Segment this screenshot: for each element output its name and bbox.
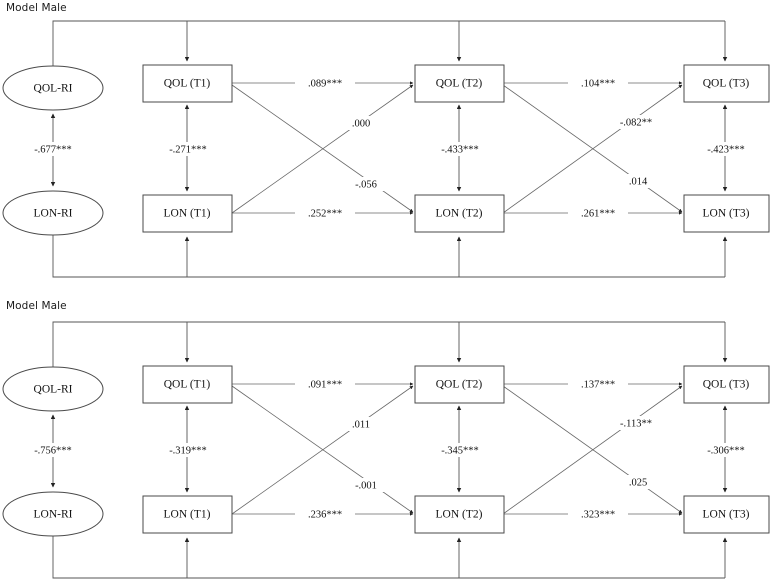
node-ri-qol[interactable] bbox=[2, 65, 104, 111]
node-qol-t3[interactable] bbox=[683, 365, 770, 404]
label-bg-ar-lon-23 bbox=[568, 507, 628, 521]
label-qol-t2-to-lon-t3: .014 bbox=[629, 176, 648, 187]
label-bg-ar-qol-23 bbox=[568, 76, 628, 90]
label-lon-t2-to-lon-t3: .261*** bbox=[581, 208, 615, 219]
node-qol-t2[interactable] bbox=[414, 64, 505, 103]
label-corr-t3: -.306*** bbox=[707, 445, 745, 456]
node-lon-t2-label: LON (T2) bbox=[436, 208, 483, 220]
label-bg-corr-t2 bbox=[424, 443, 496, 457]
node-ri-lon[interactable] bbox=[2, 190, 104, 236]
node-lon-t2-label: LON (T2) bbox=[436, 509, 483, 521]
label-bg-ar-lon-12 bbox=[295, 507, 355, 521]
edge-ri-qol-bus bbox=[52, 321, 725, 367]
label-lon-t2-to-qol-t3: -.113** bbox=[620, 418, 652, 429]
label-corr-t2: -.345*** bbox=[441, 445, 479, 456]
node-lon-t3[interactable] bbox=[683, 194, 770, 233]
node-qol-t1-label: QOL (T1) bbox=[164, 78, 211, 90]
node-qol-t3[interactable] bbox=[683, 64, 770, 103]
label-qol-t1-to-lon-t2: -.001 bbox=[355, 480, 377, 491]
edge-qol-t2-to-lon-t3 bbox=[502, 385, 683, 514]
node-lon-t3-label: LON (T3) bbox=[703, 509, 750, 521]
node-lon-t1-label: LON (T1) bbox=[164, 208, 211, 220]
label-bg-corr-t1 bbox=[153, 443, 223, 457]
label-qol-t1-to-qol-t2: .091*** bbox=[308, 379, 342, 390]
label-bg-ar-qol-12 bbox=[295, 377, 355, 391]
node-ri-qol-label: QOL-RI bbox=[34, 384, 73, 396]
edge-lon-t1-to-qol-t2 bbox=[231, 385, 414, 515]
label-corr-t3: -.423*** bbox=[707, 144, 745, 155]
label-bg-corr-t3 bbox=[690, 443, 762, 457]
label-bg-corr-t1 bbox=[153, 142, 223, 156]
node-qol-t1[interactable] bbox=[142, 64, 233, 103]
node-lon-t2[interactable] bbox=[414, 495, 505, 534]
edge-ri-lon-bus bbox=[52, 536, 725, 579]
node-qol-t1-label: QOL (T1) bbox=[164, 379, 211, 391]
edge-lon-t2-to-qol-t3 bbox=[502, 84, 683, 214]
node-qol-t3-label: QOL (T3) bbox=[703, 78, 750, 90]
label-lon-t2-to-qol-t3: -.082** bbox=[620, 117, 652, 128]
edge-ri-qol-bus bbox=[52, 20, 725, 66]
label-corr-t1: -.271*** bbox=[169, 144, 207, 155]
node-lon-t2[interactable] bbox=[414, 194, 505, 233]
label-ri-covariance: -.677*** bbox=[34, 144, 72, 155]
node-ri-lon[interactable] bbox=[2, 491, 104, 537]
label-corr-t1: -.319*** bbox=[169, 445, 207, 456]
panel-b-title: Model Male bbox=[6, 300, 67, 312]
label-lon-t1-to-qol-t2: .011 bbox=[352, 419, 370, 430]
node-qol-t3-label: QOL (T3) bbox=[703, 379, 750, 391]
label-qol-t2-to-lon-t3: .025 bbox=[629, 477, 647, 488]
node-lon-t3[interactable] bbox=[683, 495, 770, 534]
edge-lon-t2-to-qol-t3 bbox=[502, 385, 683, 515]
label-bg-ar-qol-23 bbox=[568, 377, 628, 391]
label-lon-t1-to-lon-t2: .236*** bbox=[308, 509, 342, 520]
node-lon-t1[interactable] bbox=[142, 495, 233, 534]
edge-qol-t2-to-lon-t3 bbox=[502, 84, 683, 213]
node-ri-lon-label: LON-RI bbox=[34, 509, 73, 521]
node-qol-t2-label: QOL (T2) bbox=[436, 379, 483, 391]
node-qol-t1[interactable] bbox=[142, 365, 233, 404]
panel-a-group: QOL-RI LON-RI QOL (T1) LON (T1) QOL (T2)… bbox=[2, 20, 770, 278]
label-corr-t2: -.433*** bbox=[441, 144, 479, 155]
node-ri-qol-label: QOL-RI bbox=[34, 83, 73, 95]
label-bg-cl-lon-qol-12 bbox=[340, 417, 382, 431]
label-bg-cl-qol-lon-12 bbox=[343, 177, 389, 191]
label-lon-t2-to-lon-t3: .323*** bbox=[581, 509, 615, 520]
label-bg-cl-qol-lon-23 bbox=[617, 174, 659, 188]
panel-a-title: Model Male bbox=[6, 2, 67, 14]
node-ri-lon-label: LON-RI bbox=[34, 208, 73, 220]
label-qol-t2-to-qol-t3: .104*** bbox=[581, 78, 615, 89]
label-bg-ar-lon-12 bbox=[295, 206, 355, 220]
label-bg-corr-t3 bbox=[690, 142, 762, 156]
label-qol-t1-to-qol-t2: .089*** bbox=[308, 78, 342, 89]
label-bg-corr-t2 bbox=[424, 142, 496, 156]
edge-ri-lon-bus bbox=[52, 235, 725, 278]
label-bg-cl-lon-qol-12 bbox=[340, 116, 382, 130]
label-qol-t2-to-qol-t3: .137*** bbox=[581, 379, 615, 390]
label-bg-ri-cov bbox=[17, 443, 89, 457]
label-bg-cl-lon-qol-23 bbox=[608, 416, 664, 430]
node-qol-t2-label: QOL (T2) bbox=[436, 78, 483, 90]
label-bg-ar-qol-12 bbox=[295, 76, 355, 90]
label-bg-ar-lon-23 bbox=[568, 206, 628, 220]
panel-b-group: QOL-RI LON-RI QOL (T1) LON (T1) QOL (T2)… bbox=[2, 321, 770, 579]
node-lon-t3-label: LON (T3) bbox=[703, 208, 750, 220]
node-ri-qol[interactable] bbox=[2, 366, 104, 412]
label-qol-t1-to-lon-t2: -.056 bbox=[355, 179, 377, 190]
node-qol-t2[interactable] bbox=[414, 365, 505, 404]
label-bg-cl-lon-qol-23 bbox=[608, 115, 664, 129]
label-bg-cl-qol-lon-23 bbox=[617, 475, 659, 489]
label-lon-t1-to-lon-t2: .252*** bbox=[308, 208, 342, 219]
label-bg-cl-qol-lon-12 bbox=[343, 478, 389, 492]
label-ri-covariance: -.756*** bbox=[34, 445, 72, 456]
label-lon-t1-to-qol-t2: .000 bbox=[352, 118, 370, 129]
edge-lon-t1-to-qol-t2 bbox=[231, 84, 414, 214]
label-bg-ri-cov bbox=[17, 142, 89, 156]
node-lon-t1[interactable] bbox=[142, 194, 233, 233]
node-lon-t1-label: LON (T1) bbox=[164, 509, 211, 521]
